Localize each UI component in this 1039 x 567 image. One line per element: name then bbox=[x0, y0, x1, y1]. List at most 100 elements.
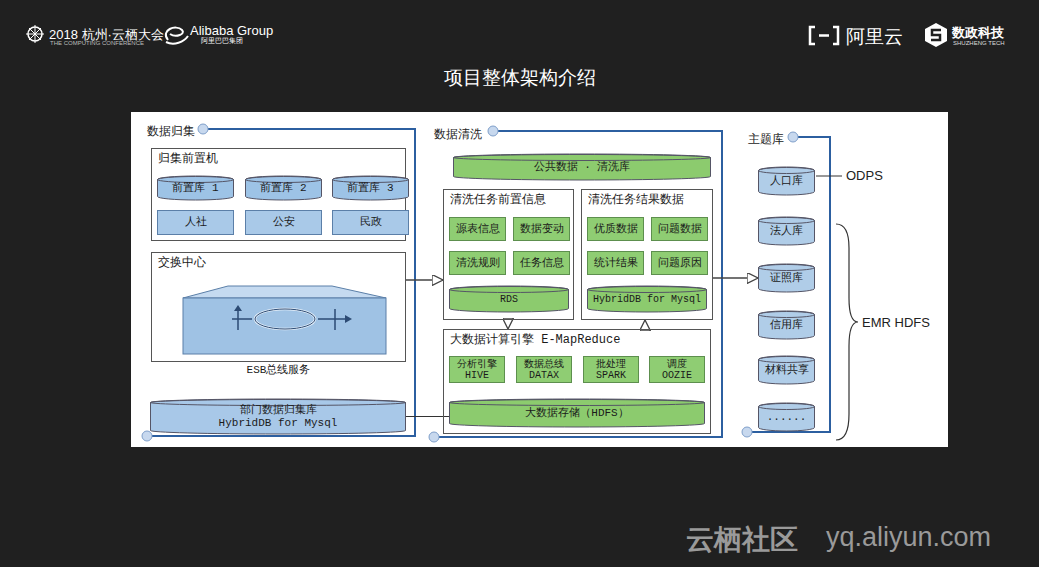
database-cylinder: ...... bbox=[758, 403, 815, 431]
node-label: 数据变动 bbox=[520, 223, 564, 235]
node-label: 问题数据 bbox=[658, 223, 702, 235]
node-label: 任务信息 bbox=[520, 257, 564, 269]
database-cylinder: 人口库 bbox=[758, 167, 815, 195]
database-cylinder: RDS bbox=[449, 286, 569, 312]
cylinder-body bbox=[759, 356, 815, 384]
node-label: 公安 bbox=[273, 216, 295, 228]
database-cylinder: 信用库 bbox=[758, 311, 815, 339]
group-heading: 交换中心 bbox=[158, 257, 206, 270]
node-label: 前置库 2 bbox=[260, 182, 306, 194]
node-label: 材料共享 bbox=[765, 364, 809, 376]
source-box: 调度 OOZIE bbox=[649, 356, 705, 383]
database-cylinder: 证照库 bbox=[758, 264, 815, 292]
cylinder-top bbox=[759, 168, 815, 174]
database-cylinder: 法人库 bbox=[758, 217, 815, 245]
cylinder-body bbox=[450, 286, 569, 312]
group-box: 归集前置机前置库 1前置库 2前置库 3人社公安民政 bbox=[151, 148, 406, 241]
node-label: 民政 bbox=[360, 216, 382, 228]
database-cylinder: 材料共享 bbox=[758, 356, 815, 384]
cylinder-body bbox=[759, 403, 815, 431]
cylinder-body bbox=[454, 154, 711, 180]
node-label: HybridDB for Mysql bbox=[593, 294, 701, 305]
page-title: 项目整体架构介绍 bbox=[0, 65, 1039, 91]
cylinder-body bbox=[759, 167, 815, 195]
logo-text: THE COMPUTING CONFERENCE bbox=[50, 40, 144, 46]
source-box: 人社 bbox=[157, 210, 234, 235]
node-label: 清洗规则 bbox=[456, 257, 500, 269]
diagram-panel bbox=[131, 112, 948, 447]
group-heading: 清洗任务结果数据 bbox=[588, 194, 684, 207]
source-box: 任务信息 bbox=[513, 251, 570, 275]
curly-brace bbox=[836, 224, 858, 440]
cylinder-top bbox=[588, 287, 707, 293]
watermark: 云栖社区 bbox=[686, 521, 798, 559]
flow-arrow bbox=[644, 320, 646, 329]
watermark: yq.aliyun.com bbox=[826, 522, 991, 553]
group-caption: ESB总线服务 bbox=[152, 364, 405, 376]
logo-text: 阿里巴巴集团 bbox=[201, 36, 243, 46]
cylinder-body bbox=[759, 264, 815, 292]
cylinder-top bbox=[333, 177, 409, 183]
node-label: 前置库 3 bbox=[347, 182, 393, 194]
group-box: 清洗任务前置信息源表信息 数据变动清洗规则 任务信息 RDS bbox=[443, 189, 574, 320]
cylinder-top bbox=[759, 312, 815, 318]
cylinder-top bbox=[246, 177, 322, 183]
aliyun-logo bbox=[810, 27, 838, 44]
source-box: 民政 bbox=[332, 210, 409, 235]
flow-arrow bbox=[507, 320, 509, 329]
store-label: EMR HDFS bbox=[862, 315, 930, 330]
cylinder-top bbox=[450, 287, 569, 293]
node-label: 法人库 bbox=[770, 225, 803, 237]
database-cylinder: 公共数据 · 清洗库 bbox=[453, 154, 711, 180]
source-box: 公安 bbox=[245, 210, 322, 235]
group-heading: 清洗任务前置信息 bbox=[450, 194, 546, 207]
cylinder-body bbox=[588, 286, 707, 312]
node-label: 问题原因 bbox=[658, 257, 702, 269]
source-box: 数据总线 DATAX bbox=[516, 356, 572, 383]
node-label: 人口库 bbox=[770, 175, 803, 187]
node-label: 前置库 1 bbox=[172, 182, 218, 194]
cylinder-top bbox=[759, 404, 815, 410]
group-box: 清洗任务结果数据优质数据 问题数据统计结果 问题原因 HybridDB for Mys… bbox=[581, 189, 713, 320]
source-box: 数据变动 bbox=[513, 217, 570, 241]
cylinder-top bbox=[759, 357, 815, 363]
node-label: 统计结果 bbox=[594, 257, 638, 269]
group-box: 交换中心ESB总线服务 bbox=[151, 252, 406, 362]
store-label: ODPS bbox=[846, 168, 883, 183]
cylinder-body bbox=[151, 399, 406, 434]
shuzheng-logo bbox=[925, 23, 947, 47]
cylinder-top bbox=[454, 155, 711, 161]
cylinder-top bbox=[158, 177, 234, 183]
logo-text: 数政科技 bbox=[952, 24, 1004, 42]
cylinder-top bbox=[759, 218, 815, 224]
cylinder-body bbox=[158, 176, 234, 200]
exchange-illustration bbox=[183, 286, 386, 354]
node-label: 源表信息 bbox=[456, 223, 500, 235]
cylinder-body bbox=[246, 176, 322, 200]
logo-text: Alibaba Group bbox=[190, 23, 273, 38]
database-cylinder: 前置库 3 bbox=[332, 176, 409, 200]
node-label: RDS bbox=[500, 294, 518, 305]
section-bracket bbox=[152, 129, 830, 437]
database-cylinder: 前置库 2 bbox=[245, 176, 322, 200]
section-label: 数据归集 bbox=[147, 123, 195, 140]
node-label: 数据总线 DATAX bbox=[520, 359, 568, 381]
node-label: 信用库 bbox=[770, 319, 803, 331]
source-box: 源表信息 bbox=[449, 217, 506, 241]
cylinder-top bbox=[450, 400, 705, 406]
node-label: ...... bbox=[767, 411, 807, 423]
source-box: 优质数据 bbox=[587, 217, 644, 241]
section-dot bbox=[142, 124, 798, 442]
node-label: 证照库 bbox=[770, 272, 803, 284]
logo-text: SHUZHENG TECH bbox=[953, 40, 1005, 46]
node-label: 公共数据 · 清洗库 bbox=[534, 161, 631, 173]
alibaba-logo bbox=[166, 28, 188, 44]
node-label: 人社 bbox=[185, 216, 207, 228]
cylinder-top bbox=[759, 265, 815, 271]
node-label: 优质数据 bbox=[594, 223, 638, 235]
node-label: 大数据存储（HDFS） bbox=[525, 407, 628, 419]
cylinder-body bbox=[759, 217, 815, 245]
section-label: 主题库 bbox=[748, 131, 784, 148]
database-cylinder: HybridDB for Mysql bbox=[587, 286, 707, 312]
node-label: 分析引擎 HIVE bbox=[453, 359, 501, 381]
